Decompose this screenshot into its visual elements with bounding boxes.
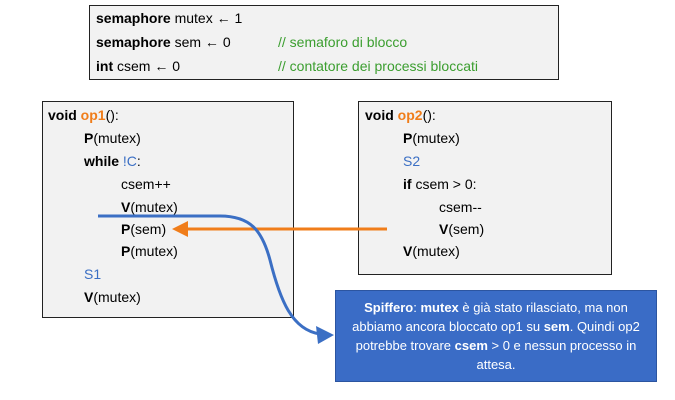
v-keyword: V	[121, 199, 131, 215]
op1-v-mutex-end: V(mutex)	[84, 289, 141, 305]
decl-text: mutex ← 1	[170, 10, 243, 26]
op1-while: while !C:	[84, 153, 141, 169]
op1-box: void op1(): P(mutex) while !C: csem++ V(…	[42, 101, 294, 318]
decl-sem-comment: // semaforo di blocco	[278, 34, 408, 50]
op2-box: void op2(): P(mutex) S2 if csem > 0: cse…	[358, 101, 612, 275]
note-text: > 0 e nessun processo in attesa.	[476, 338, 637, 372]
note-text: è già stato rilasciato, ma non abbiamo a…	[352, 300, 628, 334]
p-keyword: P	[84, 130, 94, 146]
op1-p-sem: P(sem)	[121, 221, 166, 237]
op2-void-keyword: void	[365, 107, 394, 123]
while-colon: :	[136, 153, 141, 169]
op1-signature: void op1():	[48, 107, 119, 123]
op2-p-mutex: P(mutex)	[403, 130, 460, 146]
op1-void-keyword: void	[48, 107, 77, 123]
op2-if: if csem > 0:	[403, 176, 477, 192]
declarations-box: semaphore mutex ← 1 semaphore sem ← 0 //…	[89, 5, 559, 80]
note-sem: sem	[543, 319, 570, 334]
v-arg: (mutex)	[93, 289, 141, 305]
if-keyword: if	[403, 176, 412, 192]
note-mutex: mutex	[420, 300, 459, 315]
p-arg: (mutex)	[130, 243, 178, 259]
decl-text: csem ← 0	[113, 58, 181, 74]
op1-s1: S1	[84, 266, 102, 282]
decl-keyword: semaphore	[96, 10, 171, 26]
op1-parens: ():	[105, 107, 119, 123]
orange-arrowhead	[172, 221, 188, 237]
p-arg: (mutex)	[93, 130, 141, 146]
op1-name: op1	[80, 107, 106, 123]
v-arg: (mutex)	[412, 243, 460, 259]
v-arg: (sem)	[448, 221, 485, 237]
op2-parens: ():	[422, 107, 436, 123]
decl-sem: semaphore sem ← 0	[96, 34, 231, 50]
v-keyword: V	[84, 289, 94, 305]
op2-csem-dec: csem--	[439, 199, 482, 215]
if-condition: csem > 0:	[411, 176, 477, 192]
decl-csem-comment: // contatore dei processi bloccati	[278, 58, 478, 74]
p-keyword: P	[121, 221, 131, 237]
note-csem: csem	[454, 338, 488, 353]
decl-mutex: semaphore mutex ← 1	[96, 10, 242, 26]
note-text: :	[413, 300, 421, 315]
op2-signature: void op2():	[365, 107, 436, 123]
p-arg: (mutex)	[412, 130, 460, 146]
while-condition: C	[126, 153, 137, 169]
p-keyword: P	[403, 130, 413, 146]
v-keyword: V	[403, 243, 413, 259]
op1-csem-inc: csem++	[121, 176, 171, 192]
op2-v-mutex: V(mutex)	[403, 243, 460, 259]
blue-arrowhead	[316, 326, 334, 344]
v-keyword: V	[439, 221, 449, 237]
note-title: Spiffero	[364, 300, 414, 315]
while-keyword: while	[84, 153, 120, 169]
op1-p-mutex-2: P(mutex)	[121, 243, 178, 259]
blue-arrow	[98, 214, 321, 336]
p-keyword: P	[121, 243, 131, 259]
p-arg: (sem)	[130, 221, 167, 237]
decl-keyword: semaphore	[96, 34, 171, 50]
op2-s2: S2	[403, 153, 421, 169]
race-condition-note: Spiffero: mutex è già stato rilasciato, …	[335, 290, 657, 382]
decl-keyword: int	[96, 58, 114, 74]
note-text: . Quindi op2 potrebbe trovare	[355, 319, 640, 353]
v-arg: (mutex)	[130, 199, 178, 215]
op2-v-sem: V(sem)	[439, 221, 484, 237]
op2-name: op2	[397, 107, 423, 123]
decl-csem: int csem ← 0	[96, 58, 180, 74]
while-negation: !	[119, 153, 127, 169]
decl-text: sem ← 0	[170, 34, 231, 50]
op1-p-mutex: P(mutex)	[84, 130, 141, 146]
op1-v-mutex: V(mutex)	[121, 199, 178, 215]
